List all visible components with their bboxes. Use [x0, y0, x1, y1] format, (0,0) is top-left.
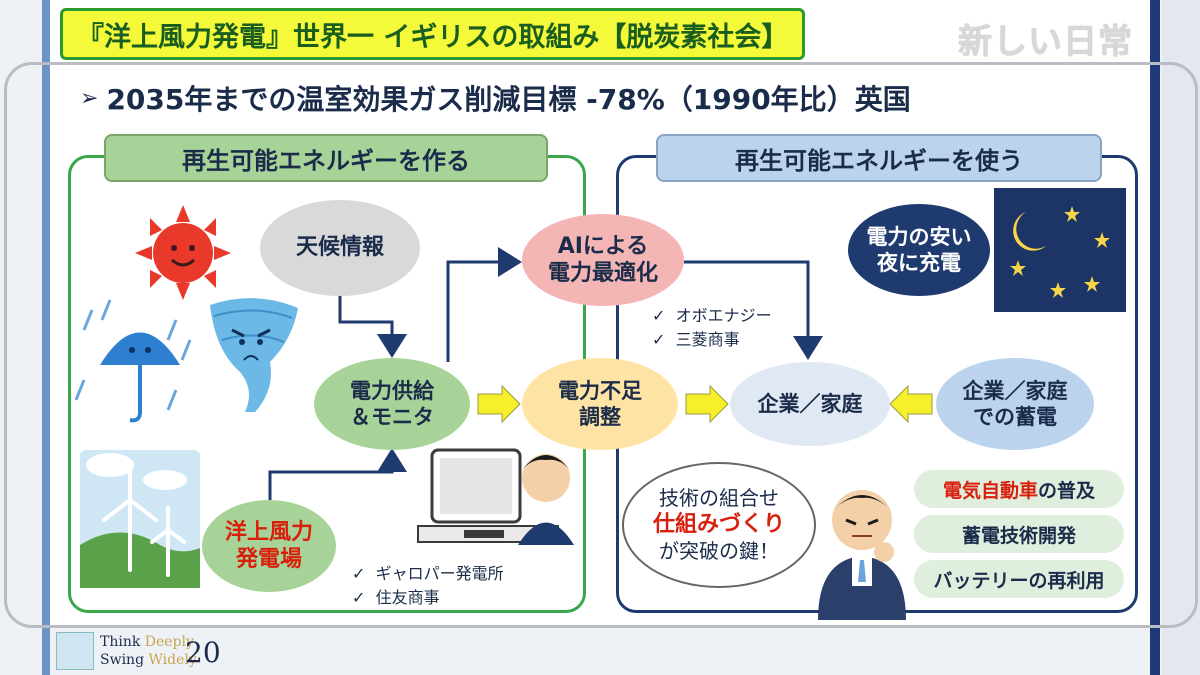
night-charge-label: 電力の安い 夜に充電 — [866, 224, 972, 275]
tornado-icon — [210, 298, 298, 412]
business-home-node: 企業／家庭 — [730, 362, 890, 446]
shortage-adjust-node: 電力不足 調整 — [522, 358, 678, 450]
bullet-arrow-icon: ➢ — [80, 85, 99, 111]
subtitle: ➢ 2035年までの温室効果ガス削減目標 -78%（1990年比）英国 — [80, 78, 911, 118]
pill-highlight: 電気自動車 — [942, 479, 1038, 502]
right-accent-bar — [1150, 0, 1160, 675]
weather-info-node: 天候情報 — [260, 200, 420, 296]
key-message-line3: が突破の鍵！ — [658, 538, 779, 563]
check-icon: ✓ — [352, 588, 366, 607]
sun-icon — [135, 205, 231, 300]
pill-text: バッテリーの再利用 — [933, 569, 1105, 592]
list-item: ✓ 三菱商事 — [652, 328, 772, 352]
flow-arrows — [268, 247, 823, 500]
logo-number: 20 — [185, 636, 221, 669]
outer-frame — [4, 62, 1198, 628]
night-sky-illustration — [994, 188, 1126, 312]
shortage-adjust-label: 電力不足 調整 — [558, 378, 642, 429]
computer-worker-illustration — [417, 448, 574, 545]
offshore-company-list: ✓ ギャロパー発電所 ✓ 住友商事 — [352, 562, 504, 610]
offshore-wind-node: 洋上風力 発電場 — [202, 500, 336, 592]
pill-text: 蓄電技術開発 — [961, 524, 1076, 547]
list-item: ✓ 住友商事 — [352, 586, 504, 610]
pill-storage-tech: 蓄電技術開発 — [914, 515, 1124, 553]
pill-ev-adoption: 電気自動車の普及 — [914, 470, 1124, 508]
logo-word: Think — [100, 634, 145, 650]
check-icon: ✓ — [652, 306, 666, 325]
umbrella-rain-icon — [74, 299, 192, 423]
slide-title: 『洋上風力発電』世界一 イギリスの取組み【脱炭素社会】 — [60, 8, 806, 60]
check-icon: ✓ — [652, 330, 666, 349]
series-tag: 新しい日常 — [958, 22, 1133, 62]
power-supply-label: 電力供給 ＆モニタ — [350, 378, 434, 429]
check-icon: ✓ — [352, 564, 366, 583]
logo-text: Think Deeply Swing Widely — [100, 634, 197, 669]
night-charge-node: 電力の安い 夜に充電 — [848, 204, 990, 296]
logo-icon — [56, 632, 94, 670]
list-item: ✓ オボエナジー — [652, 304, 772, 328]
use-panel-title: 再生可能エネルギーを使う — [656, 134, 1102, 182]
ai-company-list: ✓ オボエナジー ✓ 三菱商事 — [652, 304, 772, 352]
company-name: 三菱商事 — [675, 330, 740, 349]
create-panel-title: 再生可能エネルギーを作る — [104, 134, 548, 182]
key-message-line1: 技術の組合せ — [658, 486, 779, 511]
storage-label: 企業／家庭 での蓄電 — [962, 378, 1068, 429]
company-name: 住友商事 — [375, 588, 440, 607]
power-supply-node: 電力供給 ＆モニタ — [314, 358, 470, 450]
yellow-arrows — [477, 384, 933, 424]
logo-word: Swing — [100, 651, 149, 668]
ai-optimization-node: AIによる 電力最適化 — [522, 214, 684, 306]
ai-optimization-label: AIによる 電力最適化 — [547, 233, 658, 287]
wind-farm-illustration — [80, 450, 200, 588]
key-message-bubble: 技術の組合せ 仕組みづくり が突破の鍵！ — [622, 462, 816, 588]
thinking-man-illustration — [818, 490, 906, 620]
pill-battery-reuse: バッテリーの再利用 — [914, 560, 1124, 598]
pill-text: の普及 — [1038, 479, 1096, 502]
logo-word: Widely — [148, 651, 197, 668]
subtitle-text: 2035年までの温室効果ガス削減目標 -78%（1990年比）英国 — [106, 83, 911, 116]
left-accent-bar — [42, 0, 50, 675]
key-message-line2: 仕組みづくり — [652, 512, 785, 538]
company-name: ギャロパー発電所 — [375, 564, 504, 583]
right-margin — [1162, 0, 1200, 675]
company-name: オボエナジー — [675, 306, 772, 325]
storage-node: 企業／家庭 での蓄電 — [936, 358, 1094, 450]
list-item: ✓ ギャロパー発電所 — [352, 562, 504, 586]
logo-word: Deeply — [144, 634, 194, 650]
offshore-wind-label: 洋上風力 発電場 — [224, 519, 313, 573]
